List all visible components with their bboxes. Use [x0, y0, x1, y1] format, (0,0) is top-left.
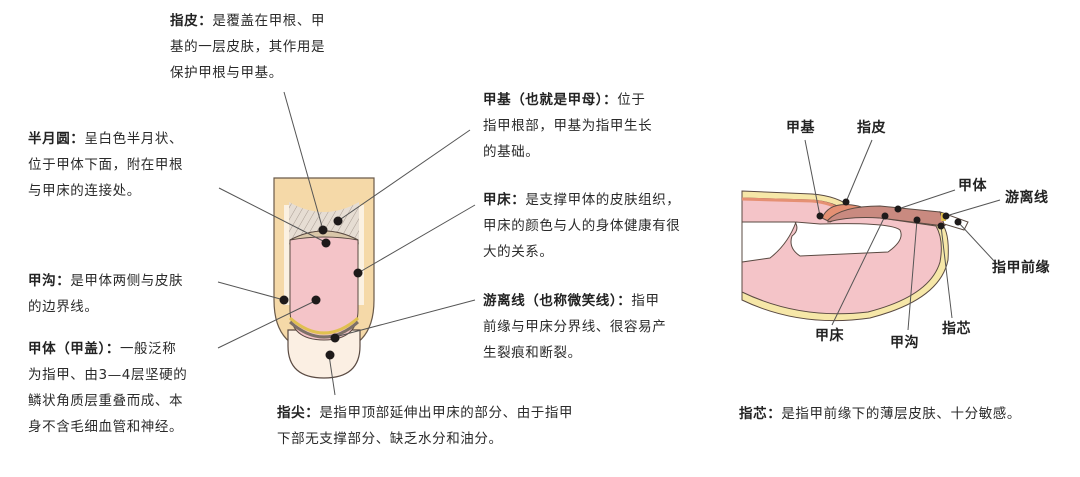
- term: 甲沟：: [28, 273, 71, 289]
- term: 游离线（也称微笑线）：: [483, 293, 632, 309]
- free-edge: [287, 329, 361, 379]
- annotation-lunula: 半月圆：呈白色半月状、 位于甲体下面，附在甲根 与甲床的连接处。: [28, 131, 184, 199]
- term: 指皮：: [170, 13, 213, 29]
- label-cuticle: 指皮: [857, 120, 886, 136]
- term: 甲床：: [483, 192, 526, 208]
- annotation-matrix: 甲基（也就是甲母）：位于 指甲根部，甲基为指甲生长 的基础。: [483, 92, 653, 160]
- label-nail-groove: 甲沟: [890, 335, 919, 351]
- label-nail-bed: 甲床: [815, 328, 844, 344]
- term: 甲基（也就是甲母）：: [483, 92, 618, 108]
- label-hyponychium: 指芯: [942, 321, 971, 337]
- label-smile-line: 游离线: [1005, 190, 1049, 206]
- annotation-free-edge: 指尖：是指甲顶部延伸出甲床的部分、由于指甲 下部无支撑部分、缺乏水分和油分。: [277, 405, 574, 447]
- label-nail-plate: 甲体: [958, 178, 987, 194]
- term: 指尖：: [277, 405, 320, 421]
- annotation-cuticle: 指皮：是覆盖在甲根、甲 基的一层皮肤，其作用是 保护甲根与甲基。: [170, 13, 326, 81]
- annotation-nail-groove: 甲沟：是甲体两侧与皮肤 的边界线。: [28, 273, 184, 315]
- smile-line: [289, 316, 359, 335]
- label-free-edge: 指甲前缘: [992, 260, 1050, 276]
- label-matrix: 甲基: [786, 120, 815, 136]
- annotation-hyponychium: 指芯：是指甲前缘下的薄层皮肤、十分敏感。: [739, 406, 1022, 422]
- annotation-nail-plate: 甲体（甲盖）：一般泛称 为指甲、由3—4层坚硬的 鳞状角质层重叠而成、本 身不含…: [28, 341, 188, 435]
- term: 半月圆：: [28, 131, 85, 147]
- term: 指芯：: [739, 406, 782, 422]
- annotation-smile-line: 游离线（也称微笑线）：指甲 前缘与甲床分界线、很容易产 生裂痕和断裂。: [483, 293, 667, 361]
- bone: [741, 221, 902, 263]
- term: 甲体（甲盖）：: [28, 341, 120, 357]
- annotation-nail-bed: 甲床：是支撑甲体的皮肤组织， 甲床的颜色与人的身体健康有很 大的关系。: [483, 192, 681, 260]
